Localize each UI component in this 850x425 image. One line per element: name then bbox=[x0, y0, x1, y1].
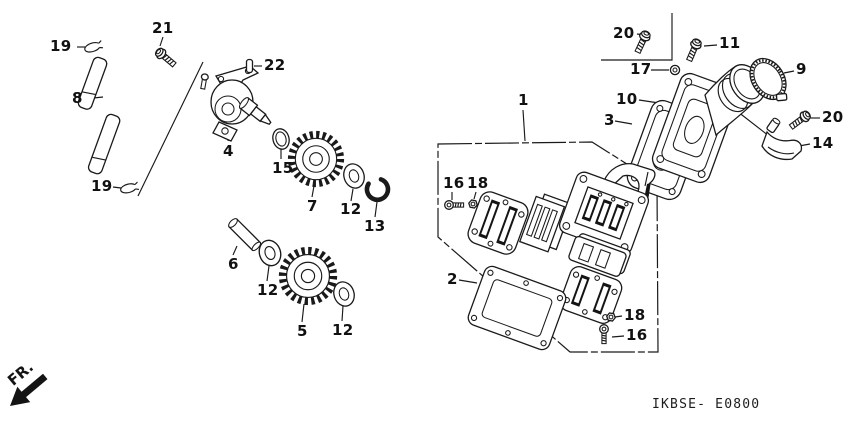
callout-15: 15 bbox=[272, 159, 294, 177]
callout-17: 17 bbox=[630, 60, 652, 78]
callout-13: 13 bbox=[364, 217, 386, 235]
group-1-boundary bbox=[437, 141, 659, 353]
callout-1: 1 bbox=[518, 91, 529, 109]
callout-20-top: 20 bbox=[613, 24, 635, 42]
callout-6: 6 bbox=[228, 255, 239, 273]
callout-20-right: 20 bbox=[822, 108, 844, 126]
gear-shaft-6 bbox=[228, 218, 262, 252]
reed-valve-left bbox=[467, 191, 529, 255]
reed-gasket-2 bbox=[467, 265, 567, 351]
callout-12-a: 12 bbox=[340, 200, 362, 218]
flange-bolt-21 bbox=[152, 45, 179, 70]
flange-bolt-20-right bbox=[787, 108, 813, 132]
fr-arrow-icon bbox=[10, 373, 48, 406]
callout-2: 2 bbox=[447, 270, 458, 288]
reed-stopper-plates bbox=[518, 193, 574, 253]
intake-manifold-10 bbox=[651, 64, 765, 184]
washer-12-a bbox=[340, 160, 368, 192]
o-ring-15 bbox=[272, 128, 290, 150]
callout-12-c: 12 bbox=[332, 321, 354, 339]
callout-19-bottom: 19 bbox=[91, 177, 113, 195]
hose-band-clamp-9 bbox=[749, 57, 788, 102]
flange-bolt-11 bbox=[683, 36, 704, 64]
flange-bolt-20-top bbox=[632, 28, 653, 56]
callout-4: 4 bbox=[223, 142, 234, 160]
tube-joint-14 bbox=[761, 117, 803, 161]
reed-plates-small bbox=[568, 233, 631, 277]
callout-5: 5 bbox=[297, 322, 308, 340]
oil-hose bbox=[77, 56, 121, 175]
dowel-pin-22 bbox=[245, 58, 254, 74]
callout-3: 3 bbox=[604, 111, 615, 129]
reed-valve-lower bbox=[559, 266, 623, 324]
oil-pump bbox=[200, 65, 272, 142]
callout-21: 21 bbox=[152, 19, 174, 37]
hose-clip-top bbox=[83, 39, 105, 55]
fr-direction: FR. bbox=[4, 358, 48, 406]
screw-16-lower bbox=[599, 324, 609, 345]
callout-18-lower: 18 bbox=[624, 306, 646, 324]
callout-11: 11 bbox=[719, 34, 741, 52]
diagram-code: IKBSE- E0800 bbox=[652, 397, 761, 412]
callout-7: 7 bbox=[307, 197, 318, 215]
callout-18-upper: 18 bbox=[467, 174, 489, 192]
circlip-13 bbox=[364, 177, 391, 203]
hose-clip-bottom bbox=[119, 181, 141, 196]
grommet-17 bbox=[669, 64, 681, 76]
callout-22: 22 bbox=[264, 56, 286, 74]
pump-gear-7 bbox=[290, 133, 342, 185]
driven-gear-5 bbox=[281, 249, 335, 303]
callout-10: 10 bbox=[616, 90, 638, 108]
callout-12-b: 12 bbox=[257, 281, 279, 299]
screw-16-upper bbox=[444, 200, 465, 210]
callout-16-lower: 16 bbox=[626, 326, 648, 344]
callout-8: 8 bbox=[72, 89, 83, 107]
callout-9: 9 bbox=[796, 60, 807, 78]
callout-14: 14 bbox=[812, 134, 834, 152]
callout-19-top: 19 bbox=[50, 37, 72, 55]
callout-16-upper: 16 bbox=[443, 174, 465, 192]
